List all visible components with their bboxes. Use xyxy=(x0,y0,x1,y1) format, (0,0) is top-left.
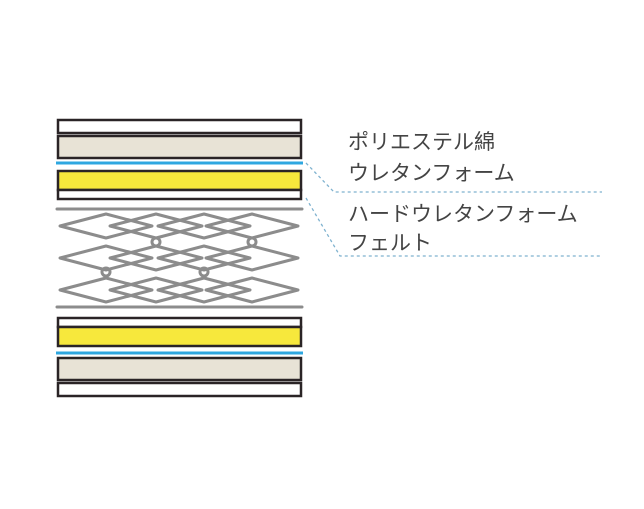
top-felt-layer xyxy=(56,188,303,201)
bottom-cover-layer xyxy=(56,381,303,398)
spring-ring xyxy=(198,266,210,278)
spring-ring xyxy=(150,236,162,248)
bottom-polyester-layer xyxy=(56,356,303,382)
spring-coil xyxy=(204,244,300,272)
top-urethane-layer xyxy=(56,169,303,192)
bottom-felt-layer xyxy=(56,316,303,329)
spring-coil xyxy=(108,276,204,304)
spring-ring xyxy=(100,266,112,278)
label-hard-urethane-foam: ハードウレタンフォーム xyxy=(348,202,578,226)
spring-coil xyxy=(58,212,154,240)
spring-coil xyxy=(204,212,300,240)
leader-line-lower xyxy=(305,197,602,257)
top-layers xyxy=(56,118,303,201)
spring-coil xyxy=(58,276,154,304)
spring-coil xyxy=(156,212,252,240)
label-polyester-cotton: ポリエステル綿 xyxy=(348,130,495,154)
leader-lines xyxy=(305,162,602,257)
bottom-urethane-layer xyxy=(56,325,303,348)
spring-ring xyxy=(246,236,258,248)
label-felt: フェルト xyxy=(348,231,432,255)
spring-unit xyxy=(55,207,304,309)
spring-coil xyxy=(156,244,252,272)
leader-line-upper xyxy=(305,162,602,193)
spring-coil xyxy=(204,276,300,304)
label-urethane-foam: ウレタンフォーム xyxy=(348,161,515,185)
spring-coil xyxy=(156,276,252,304)
spring-coil xyxy=(108,212,204,240)
bottom-layers xyxy=(56,316,303,398)
top-polyester-layer xyxy=(56,134,303,160)
spring-coil xyxy=(108,244,204,272)
top-cover-layer xyxy=(56,118,303,135)
spring-coil xyxy=(58,244,154,272)
